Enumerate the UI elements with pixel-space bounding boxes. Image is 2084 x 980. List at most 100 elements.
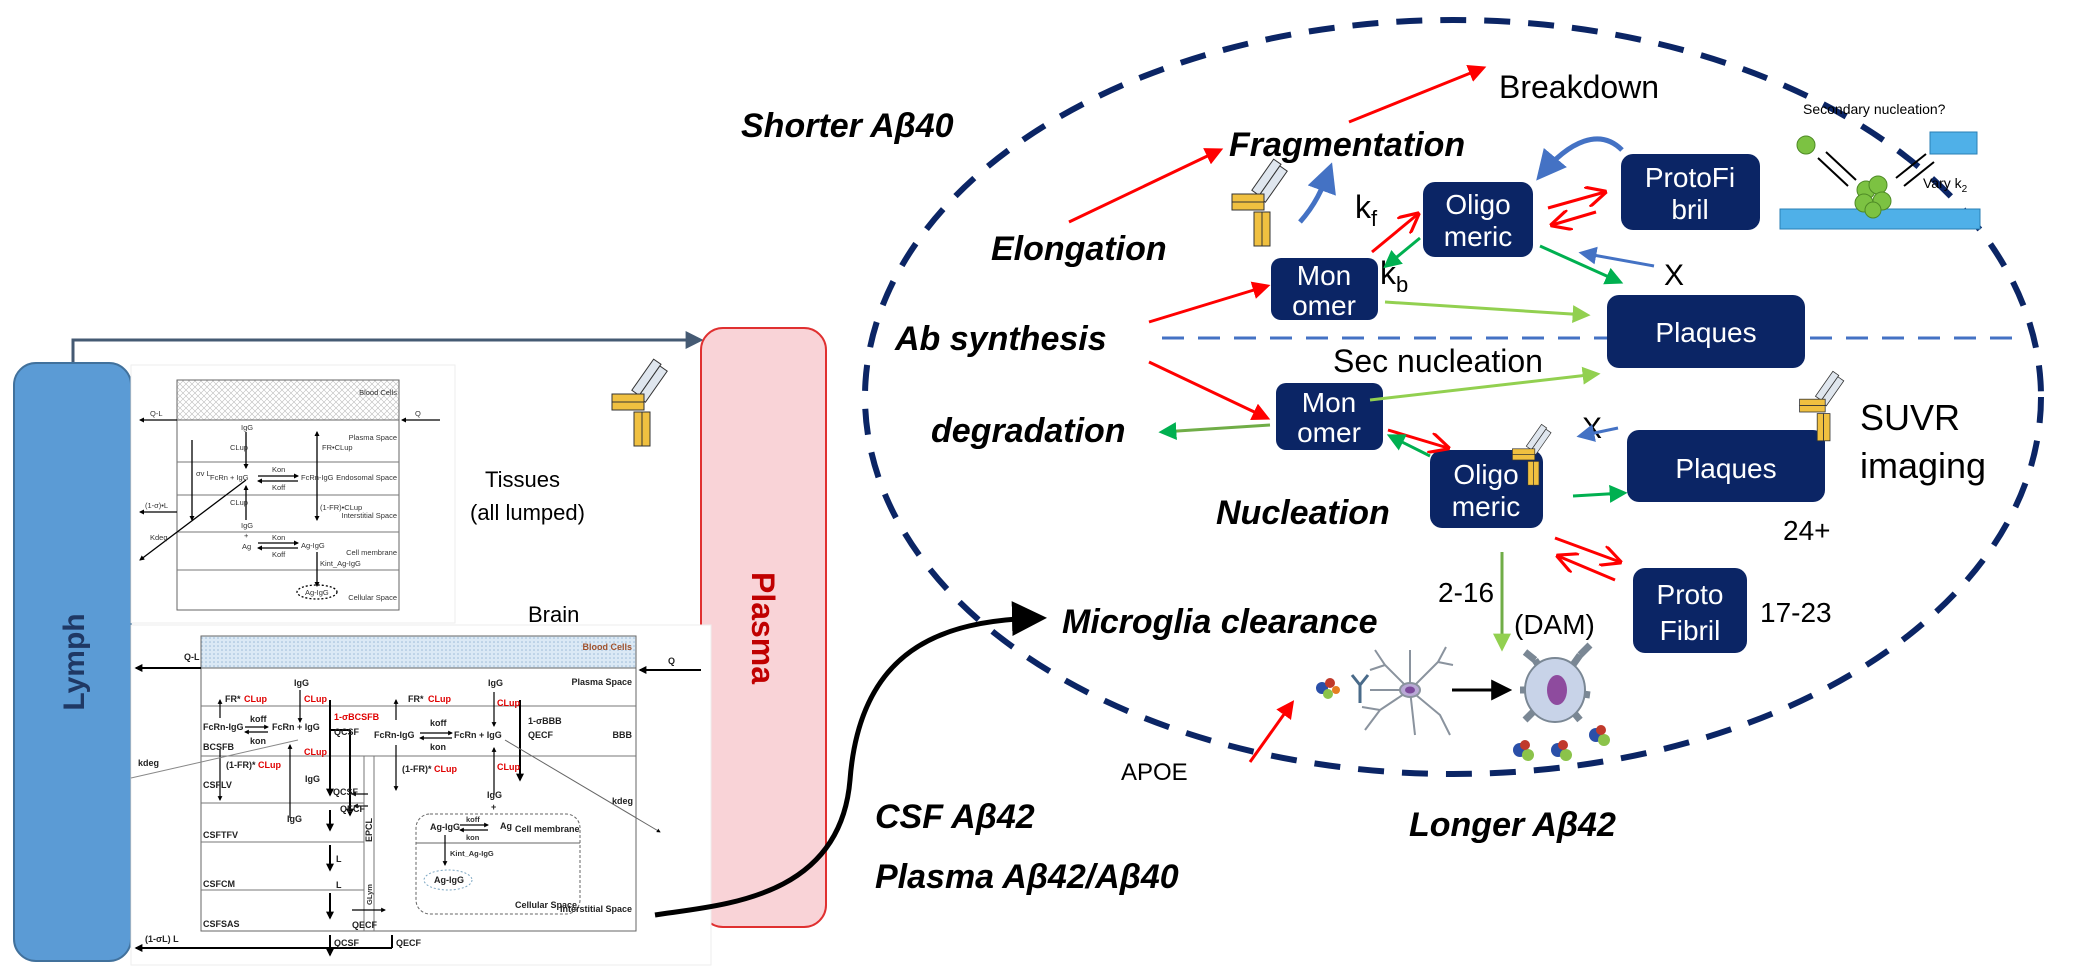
brain-label: CSFCM (203, 879, 235, 889)
brain-label: CLup (244, 694, 267, 704)
tissue-row-label: Cellular Space (348, 593, 397, 602)
brain-label: 1-σBBB (528, 716, 562, 726)
secondary-nucleation-inset: Secondary nucleation? Vary k2 (1779, 101, 1981, 230)
brain-row-label: BBB (613, 730, 633, 740)
pk-model: Lymph Plasma Blood Cells Plasma Space En… (13, 327, 1047, 966)
brain-label: CLup (497, 762, 520, 772)
protofibril-box-bottom: Proto Fibril (1633, 568, 1747, 653)
antibody-icon (611, 358, 668, 447)
brain-label: IgG (487, 790, 502, 800)
inset-title: Secondary nucleation? (1803, 101, 1946, 117)
svg-text:Oligo: Oligo (1453, 459, 1518, 490)
nucleation-label: Nucleation (1216, 494, 1390, 532)
brain-label: IgG (287, 814, 302, 824)
svg-text:ProtoFi: ProtoFi (1645, 162, 1735, 193)
brain-to-microglia-curve (654, 601, 1047, 918)
brain-label: IgG (488, 678, 503, 688)
tissue-label: (1-σ)•L (145, 501, 168, 510)
brain-label: koff (250, 714, 268, 724)
brain-label: CLup (304, 747, 327, 757)
svg-text:meric: meric (1452, 491, 1520, 522)
brain-label: FR* (225, 694, 241, 704)
brain-label: FcRn + IgG (272, 722, 320, 732)
tissue-label: IgG (241, 521, 253, 530)
svg-text:Plaques: Plaques (1675, 453, 1776, 484)
brain-label: EPCL (364, 817, 374, 842)
lymph-label: Lymph (58, 613, 91, 710)
brain-label: L (336, 880, 342, 890)
brain-label: kon (466, 833, 480, 842)
tissues-label: Tissues (485, 467, 560, 492)
oligomer-size-label: 2-16 (1438, 577, 1494, 608)
plasma-ratio-label: Plasma Aβ42/Aβ40 (875, 858, 1179, 896)
dam-label: (DAM) (1514, 609, 1595, 640)
brain-row-label: Plasma Space (571, 677, 632, 687)
tissue-row-label: Interstitial Space (342, 511, 397, 520)
lymph-to-plasma-arrow (71, 331, 704, 365)
brain-label: QCSF (334, 727, 360, 737)
plaques-box-bottom: Plaques (1627, 430, 1825, 502)
breakdown-label: Breakdown (1499, 69, 1659, 105)
elongation-label: Elongation (991, 230, 1167, 268)
fragmentation-label: Fragmentation (1229, 126, 1465, 164)
apoe-label: APOE (1121, 759, 1188, 786)
brain-label: kon (250, 736, 266, 746)
tissue-label: Kdeg (150, 533, 168, 542)
brain-label: CSFTFV (203, 830, 238, 840)
brain-label: CSFSAS (203, 919, 240, 929)
brain-boundary-ellipse (862, 17, 2044, 777)
tissue-label: Kon (272, 465, 285, 474)
suvr-label: SUVR (1860, 397, 1960, 438)
svg-text:bril: bril (1671, 194, 1708, 225)
brain-label: BCSFB (203, 742, 234, 752)
brain-label: Ag (500, 821, 512, 831)
longer-abeta42-label: Longer Aβ42 (1409, 806, 1616, 844)
kb-label: kb (1380, 255, 1408, 297)
brain-label: + (491, 802, 496, 812)
brain-label: koff (430, 718, 448, 728)
brain-label: CLup (428, 694, 451, 704)
tissue-row-label: Plasma Space (349, 433, 397, 442)
brain-label: (1-FR)* (226, 760, 256, 770)
brain-label: QECF (352, 920, 378, 930)
tissue-row-label: Endosomal Space (336, 473, 397, 482)
plaques-size-label: 24+ (1783, 515, 1831, 546)
brain-label: Cellular Space (515, 900, 577, 910)
reaction-arrows (1068, 65, 1655, 763)
brain-label: Cell membrane (515, 824, 580, 834)
brain-label: GLym (365, 884, 374, 905)
shorter-abeta40-label: Shorter Aβ40 (741, 107, 954, 145)
svg-text:omer: omer (1297, 417, 1361, 448)
brain-label: L (336, 854, 342, 864)
brain-label: QCSF (333, 787, 359, 797)
ab-synthesis-label: Ab synthesis (894, 320, 1107, 358)
svg-text:Proto: Proto (1657, 579, 1724, 610)
imaging-label: imaging (1860, 445, 1986, 486)
brain-label: FcRn + IgG (454, 730, 502, 740)
brain-label: Ag-IgG (434, 875, 464, 885)
tissue-row-label: Cell membrane (346, 548, 397, 557)
tissue-row-label: Blood Cells (359, 388, 397, 397)
brain-label: FcRn-IgG (374, 730, 415, 740)
brain-label: koff (466, 815, 480, 824)
svg-text:Oligo: Oligo (1445, 189, 1510, 220)
tissues-sublabel: (all lumped) (470, 500, 585, 525)
brain-label: QECF (340, 804, 366, 814)
tissue-label: Ag-IgG (305, 588, 329, 597)
tissue-label: σv L (196, 469, 211, 478)
svg-text:Plaques: Plaques (1655, 317, 1756, 348)
brain-row-label: Blood Cells (582, 642, 632, 652)
tissue-label: + (244, 531, 249, 540)
block-x-mark: X (1582, 412, 1602, 445)
brain-label: FR* (408, 694, 424, 704)
brain-label: IgG (305, 774, 320, 784)
tissue-label: Koff (272, 550, 286, 559)
brain-label: QCSF (334, 938, 360, 948)
plaques-box-top: Plaques (1607, 295, 1805, 368)
plasma-label: Plasma (745, 572, 781, 684)
svg-text:Fibril: Fibril (1660, 615, 1721, 646)
brain-label: Brain (528, 602, 579, 627)
tissues-model: Blood Cells Plasma Space Endosomal Space… (130, 364, 585, 624)
tissue-label: IgG (241, 423, 253, 432)
